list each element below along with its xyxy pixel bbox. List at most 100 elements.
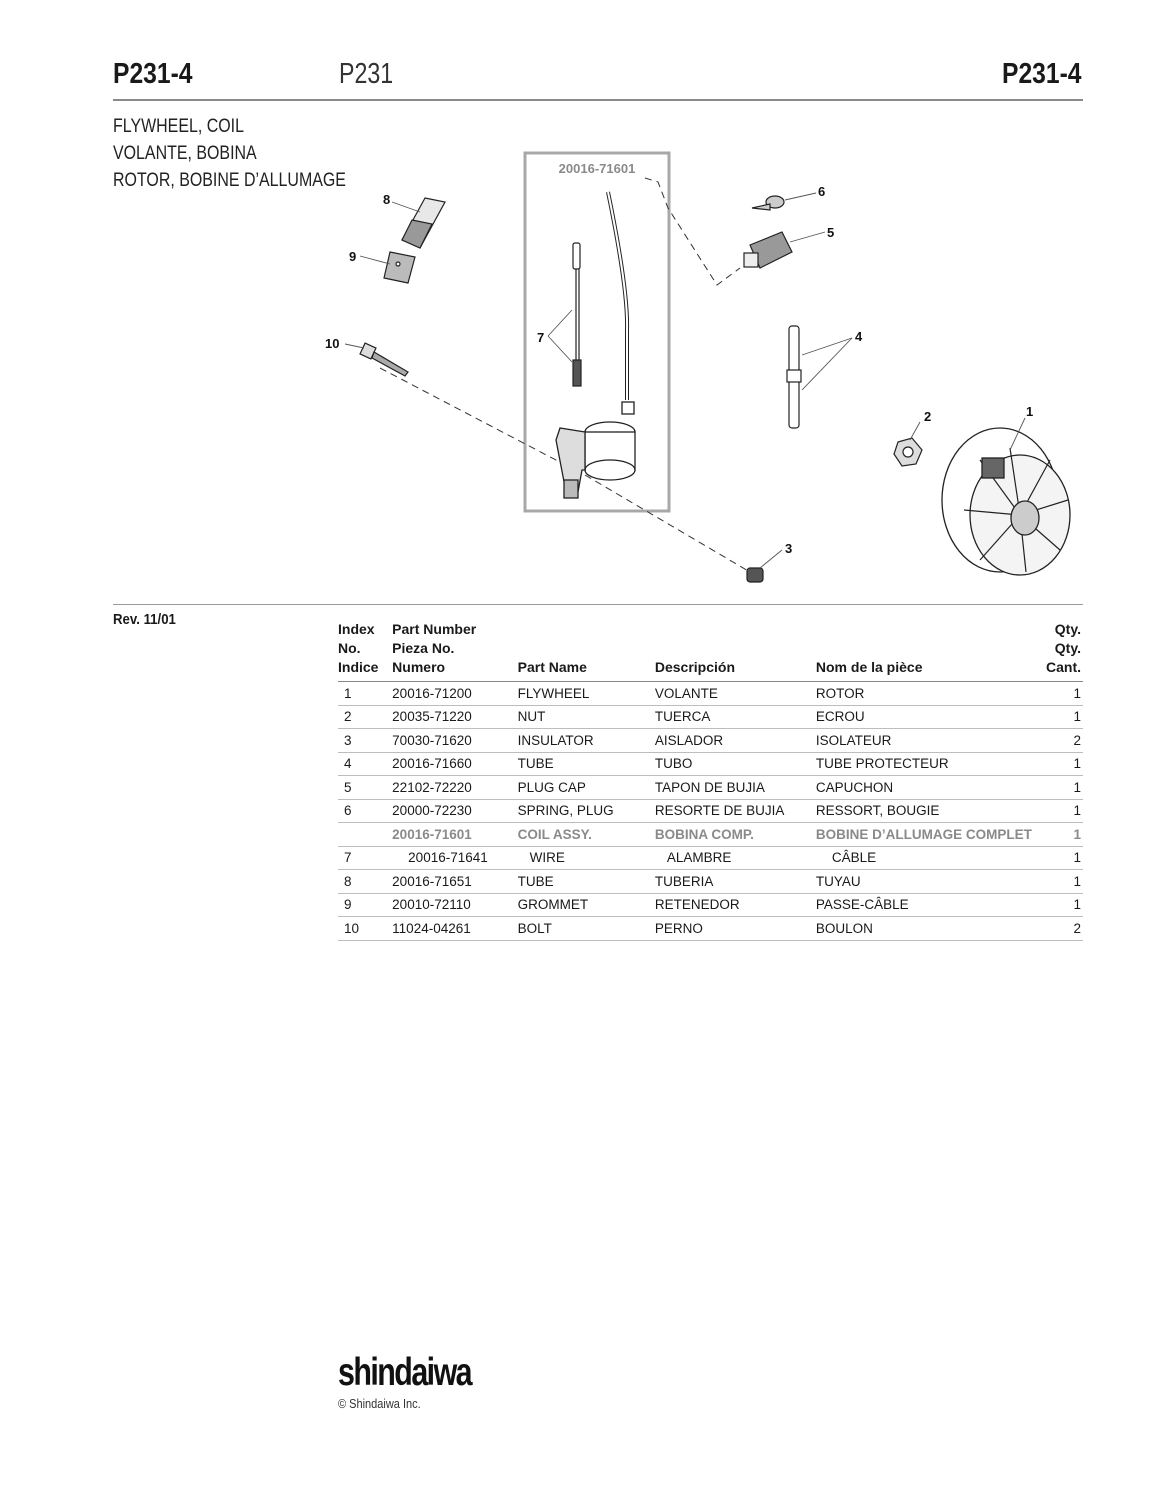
part-name-cell: INSULATOR (517, 728, 655, 753)
header-nom: Nom de la pièce (815, 659, 923, 675)
qty-cell: 2 (1035, 916, 1083, 941)
callout-10: 10 (325, 336, 339, 351)
index-cell: 8 (338, 869, 393, 894)
nom-cell: ROTOR (815, 681, 1036, 706)
part-number-cell: 22102-72220 (392, 775, 518, 800)
index-cell: 1 (338, 681, 393, 706)
callout-7: 7 (537, 330, 544, 345)
coil-assembly-box (523, 151, 671, 513)
index-cell: 7 (338, 846, 393, 870)
callout-leaders (344, 192, 1026, 569)
page-code-right: P231-4 (1002, 58, 1082, 90)
tube-grommet-parts (383, 197, 446, 284)
part-name-cell: NUT (517, 705, 655, 729)
qty-cell: 2 (1035, 728, 1083, 753)
descripcion-cell: TUBO (654, 752, 816, 776)
callout-6: 6 (818, 184, 825, 199)
nom-cell: ISOLATEUR (815, 728, 1036, 753)
nut-part (893, 437, 923, 467)
part-number-cell: 20016-71660 (392, 752, 518, 776)
plug-cap-part (743, 231, 793, 269)
descripcion-cell: ALAMBRE (654, 846, 816, 870)
bolt-part (359, 342, 409, 377)
descripcion-cell: RETENEDOR (654, 893, 816, 917)
part-number-cell: 11024-04261 (392, 916, 518, 941)
assembly-label: 20016-71601 (559, 161, 636, 176)
part-number-cell: 20010-72110 (392, 893, 518, 917)
revision-label: Rev. 11/01 (113, 611, 176, 628)
qty-cell: 1 (1035, 705, 1083, 729)
part-number-cell: 20035-71220 (392, 705, 518, 729)
nom-cell: CÂBLE (815, 846, 1036, 870)
qty-cell: 1 (1035, 893, 1083, 917)
part-name-cell: TUBE (517, 752, 655, 776)
spring-part (751, 195, 785, 211)
copyright: © Shindaiwa Inc. (338, 1397, 421, 1411)
descripcion-cell: VOLANTE (654, 681, 816, 706)
coil-part (555, 191, 636, 499)
part-name-cell: BOLT (517, 916, 655, 941)
part-name-cell: PLUG CAP (517, 775, 655, 800)
title-spanish: VOLANTE, BOBINA (113, 143, 257, 164)
part-name-cell: COIL ASSY. (517, 822, 655, 847)
table-header-row: Index No. Indice Part Number Pieza No. N… (338, 620, 1083, 682)
index-cell: 10 (338, 916, 393, 941)
header-part-name: Part Name (517, 659, 587, 675)
part-number-cell: 20016-71200 (392, 681, 518, 706)
section-divider (113, 604, 1083, 605)
qty-cell: 1 (1035, 775, 1083, 800)
descripcion-cell: PERNO (654, 916, 816, 941)
nom-cell: BOULON (815, 916, 1036, 941)
descripcion-cell: TUERCA (654, 705, 816, 729)
descripcion-cell: RESORTE DE BUJIA (654, 799, 816, 823)
qty-cell: 1 (1035, 822, 1083, 847)
model-name: P231 (339, 58, 394, 90)
flywheel-part (941, 427, 1071, 576)
header-descripcion: Descripción (654, 659, 736, 675)
nom-cell: RESSORT, BOUGIE (815, 799, 1036, 823)
nom-cell: TUBE PROTECTEUR (815, 752, 1036, 776)
index-cell (338, 822, 393, 847)
part-name-cell: GROMMET (517, 893, 655, 917)
part-number-cell: 20016-71601 (392, 822, 518, 847)
index-cell: 5 (338, 775, 393, 800)
qty-cell: 1 (1035, 681, 1083, 706)
page-code-left: P231-4 (113, 58, 193, 90)
insulator-part (746, 567, 764, 583)
qty-cell: 1 (1035, 799, 1083, 823)
callout-5: 5 (827, 225, 834, 240)
part-name-cell: WIRE (517, 846, 655, 870)
callout-4: 4 (855, 329, 863, 344)
part-number-cell: 20000-72230 (392, 799, 518, 823)
nom-cell: ECROU (815, 705, 1036, 729)
exploded-parts-diagram: 20016-71601 (325, 151, 1071, 583)
part-name-cell: TUBE (517, 869, 655, 894)
descripcion-cell: TAPON DE BUJIA (654, 775, 816, 800)
wire-part (572, 242, 582, 387)
qty-cell: 1 (1035, 869, 1083, 894)
nom-cell: PASSE-CÂBLE (815, 893, 1036, 917)
qty-cell: 1 (1035, 846, 1083, 870)
descripcion-cell: AISLADOR (654, 728, 816, 753)
nom-cell: TUYAU (815, 869, 1036, 894)
parts-table: Index No. Indice Part Number Pieza No. N… (338, 620, 1083, 941)
header-part-number: Part Number Pieza No. Numero (392, 621, 477, 675)
descripcion-cell: BOBINA COMP. (654, 822, 816, 847)
index-cell: 9 (338, 893, 393, 917)
part-name-cell: SPRING, PLUG (517, 799, 655, 823)
descripcion-cell: TUBERIA (654, 869, 816, 894)
part-name-cell: FLYWHEEL (517, 681, 655, 706)
leader-dashes (379, 177, 751, 573)
callout-8: 8 (383, 192, 390, 207)
